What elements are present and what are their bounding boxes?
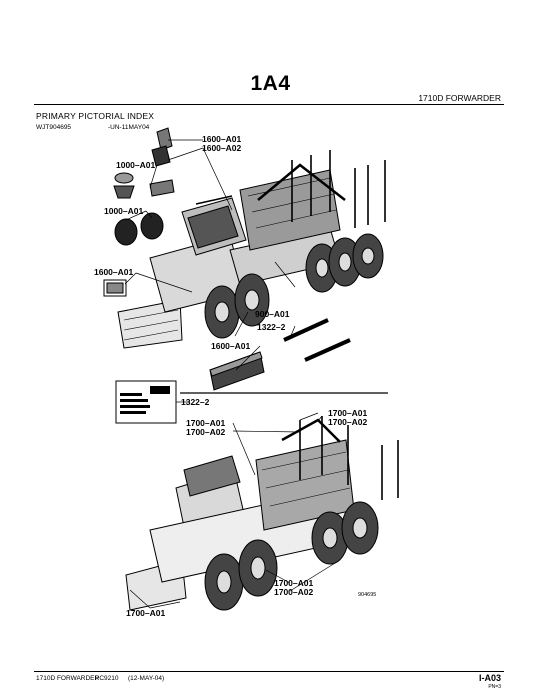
- drawing-date: -UN-11MAY04: [108, 124, 150, 131]
- decal-sheet: [115, 380, 177, 424]
- callout-label: 1700–A02: [328, 417, 368, 427]
- callout-label: 1322–2: [257, 322, 286, 332]
- callout-label: 1600–A01: [211, 341, 251, 351]
- footer-pc: PC9210: [95, 675, 119, 682]
- lower-machine-drawing: [125, 416, 399, 611]
- component-parts: [113, 127, 175, 246]
- callout-label: 1600–A01: [202, 134, 242, 144]
- figure-id: 904695: [358, 592, 377, 598]
- callout-label: 1600–A02: [202, 143, 242, 153]
- footer-divider: [34, 671, 504, 672]
- index-title: PRIMARY PICTORIAL INDEX: [36, 111, 155, 121]
- callout-label: 1700–A01: [186, 418, 226, 428]
- header-divider: [34, 104, 504, 105]
- callout-label: 1000–A01: [116, 160, 156, 170]
- page-number: I-A03: [478, 673, 501, 683]
- drawing-reference: WJT904695: [36, 124, 72, 131]
- callout-label: 1700–A02: [186, 427, 226, 437]
- callout-label: 900–A01: [255, 309, 290, 319]
- section-code: 1A4: [250, 72, 291, 95]
- callout-label: 1700–A01: [274, 578, 314, 588]
- footer-model: 1710D FORWARDER: [36, 675, 100, 682]
- callout-label: 1000–A01: [104, 206, 144, 216]
- page-sub-number: PN=3: [488, 684, 501, 690]
- callout-label: 1700–A01: [328, 408, 368, 418]
- leader-lines: [124, 139, 341, 609]
- upper-machine-drawing: [103, 150, 386, 349]
- callout-label: 1700–A01: [126, 608, 166, 618]
- callout-label: 1600–A01: [94, 267, 134, 277]
- footer-date: (12-MAY-04): [128, 675, 165, 682]
- callout-label: 1322–2: [181, 397, 210, 407]
- cylinders-battery: [209, 318, 351, 391]
- callout-label: 1700–A02: [274, 587, 314, 597]
- model-name: 1710D FORWARDER: [418, 93, 501, 103]
